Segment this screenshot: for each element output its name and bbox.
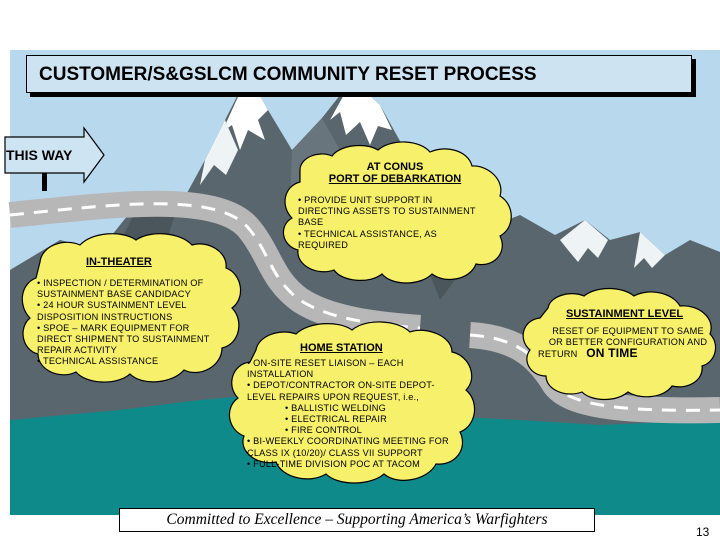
in-theater-line: • TECHNICAL ASSISTANCE (37, 356, 159, 367)
this-way-arrow (4, 126, 105, 184)
conus-line: • TECHNICAL ASSISTANCE, AS (298, 228, 437, 239)
home-station-line: CLASS IX (10/20)/ CLASS VII SUPPORT (247, 447, 423, 458)
in-theater-line: • SPOE – MARK EQUIPMENT FOR (37, 322, 190, 333)
home-station-line: • BI-WEEKLY COORDINATING MEETING FOR (247, 436, 449, 447)
page-number: 13 (696, 525, 710, 539)
cloud-in-theater (21, 233, 242, 383)
sustainment-line: OR BETTER CONFIGURATION AND (548, 337, 708, 348)
conus-body: • PROVIDE UNIT SUPPORT IN DIRECTING ASSE… (298, 195, 498, 251)
in-theater-line: • 24 HOUR SUSTAINMENT LEVEL (37, 300, 187, 311)
conus-heading: AT CONUS PORT OF DEBARKATION (300, 161, 490, 185)
cloud-sustainment (522, 287, 717, 401)
title-box: CUSTOMER/S&GSLCM COMMUNITY RESET PROCESS (26, 55, 692, 93)
sustainment-heading: SUSTAINMENT LEVEL (566, 308, 684, 320)
in-theater-body: • INSPECTION / DETERMINATION OF SUSTAINM… (37, 278, 232, 368)
home-station-subline: • FIRE CONTROL (285, 425, 362, 436)
home-station-subline: • BALLISTIC WELDING (285, 402, 386, 413)
in-theater-line: • INSPECTION / DETERMINATION OF (37, 278, 204, 288)
road-centerline (9, 202, 421, 330)
home-station-line: • FULL-TIME DIVISION POC AT TACOM (247, 458, 420, 469)
conus-line: REQUIRED (298, 239, 349, 250)
footer-slogan: Committed to Excellence – Supporting Ame… (166, 511, 548, 528)
conus-heading-line1: AT CONUS (366, 161, 424, 173)
cloud-conus (282, 141, 512, 284)
page-title: CUSTOMER/S&GSLCM COMMUNITY RESET PROCESS (39, 64, 537, 85)
home-station-line: • DEPOT/CONTRACTOR ON-SITE DEPOT- (247, 380, 435, 391)
conus-line: BASE (298, 217, 324, 228)
sustainment-body: RESET OF EQUIPMENT TO SAME OR BETTER CON… (538, 326, 718, 361)
footer-box: Committed to Excellence – Supporting Ame… (119, 508, 595, 532)
conus-line: DIRECTING ASSETS TO SUSTAINMENT (298, 206, 476, 217)
conus-heading-line2: PORT OF DEBARKATION (328, 173, 462, 185)
in-theater-line: SUSTAINMENT BASE CANDIDACY (37, 289, 191, 300)
in-theater-line: DIRECT SHIPMENT TO SUSTAINMENT (37, 334, 210, 345)
arrow-label: THIS WAY (6, 147, 73, 163)
cloud-home-station (228, 321, 476, 484)
snow-cap (200, 120, 238, 185)
sustainment-line: RESET OF EQUIPMENT TO SAME (552, 326, 704, 336)
sustainment-return: RETURN (538, 349, 578, 360)
home-station-heading: HOME STATION (300, 342, 383, 354)
snow-cap (634, 232, 665, 268)
sustainment-on-time: ON TIME (586, 346, 638, 361)
in-theater-line: REPAIR ACTIVITY (37, 345, 117, 356)
snow-cap (330, 80, 392, 145)
arrow-post (42, 173, 47, 191)
home-station-line: INSTALLATION (247, 369, 314, 380)
snow-cap (222, 75, 268, 150)
in-theater-line: DISPOSITION INSTRUCTIONS (37, 311, 173, 322)
conus-line: • PROVIDE UNIT SUPPORT IN (298, 195, 433, 205)
in-theater-heading: IN-THEATER (86, 256, 152, 268)
home-station-subline: • ELECTRICAL REPAIR (285, 414, 387, 425)
home-station-line: LEVEL REPAIRS UPON REQUEST, i.e., (247, 391, 420, 402)
home-station-line: • ON-SITE RESET LIAISON – EACH (247, 358, 404, 368)
sustainment-line3: RETURN ON TIME (538, 346, 718, 361)
home-station-body: • ON-SITE RESET LIAISON – EACH INSTALLAT… (247, 358, 472, 470)
snow-cap (560, 220, 608, 262)
